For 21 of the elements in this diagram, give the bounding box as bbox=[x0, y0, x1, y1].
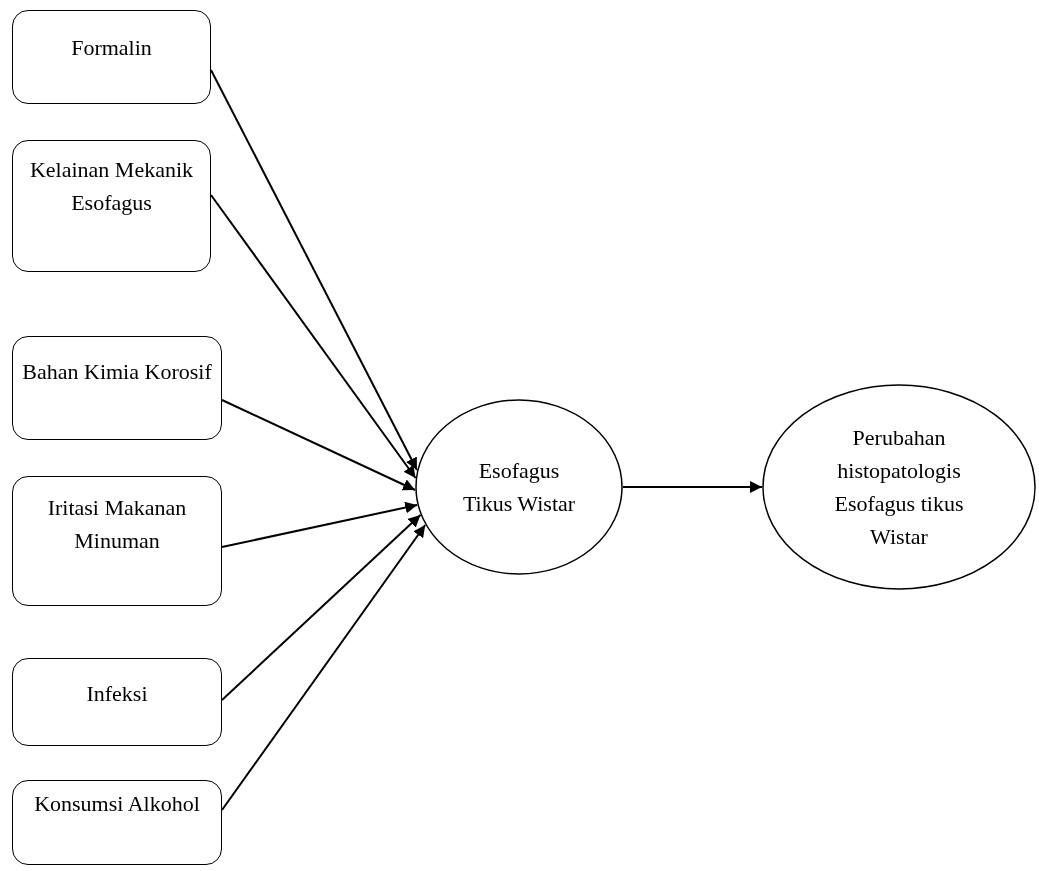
node-label: Infeksi bbox=[85, 680, 149, 708]
process-box bbox=[12, 10, 211, 104]
node-label: Perubahan histopatologis Esofagus tikus Wistar bbox=[833, 424, 965, 551]
arrow bbox=[221, 501, 419, 548]
node-label: Konsumsi Alkohol bbox=[33, 790, 201, 818]
process-box bbox=[12, 476, 222, 606]
arrow bbox=[221, 399, 417, 491]
node-label: Iritasi Makanan Minuman bbox=[46, 494, 188, 555]
arrow bbox=[210, 69, 418, 471]
node-label: Kelainan Mekanik Esofagus bbox=[28, 156, 195, 217]
process-box bbox=[12, 658, 222, 746]
arrow bbox=[622, 481, 763, 493]
node-label: Formalin bbox=[70, 34, 153, 62]
process-box bbox=[12, 140, 211, 272]
node-label: Esofagus Tikus Wistar bbox=[461, 457, 577, 518]
arrow bbox=[221, 524, 427, 811]
process-box bbox=[12, 780, 222, 865]
process-box bbox=[12, 336, 222, 440]
node-label: Bahan Kimia Korosif bbox=[22, 358, 212, 386]
arrow bbox=[221, 514, 422, 701]
arrow bbox=[210, 194, 417, 479]
